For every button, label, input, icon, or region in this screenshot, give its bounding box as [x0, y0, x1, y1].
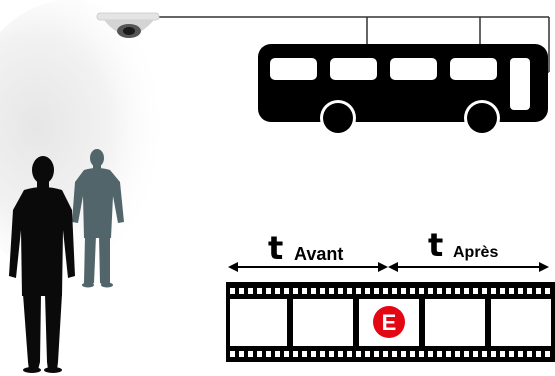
film-perforation: [473, 351, 478, 357]
film-perforation: [239, 351, 244, 357]
bus-wheel: [464, 100, 500, 136]
bus-door: [510, 58, 530, 110]
film-perforation: [536, 288, 541, 294]
timeline-after-arrow: [388, 262, 549, 272]
film-perforation: [365, 288, 370, 294]
film-perforation: [410, 288, 415, 294]
film-perforation: [392, 351, 397, 357]
film-perforation: [302, 351, 307, 357]
event-marker-letter: E: [382, 310, 397, 335]
film-perforation: [446, 288, 451, 294]
film-perforation: [500, 351, 505, 357]
film-perforation: [275, 351, 280, 357]
film-perforation: [482, 288, 487, 294]
film-perforation: [266, 351, 271, 357]
film-perforation: [410, 351, 415, 357]
film-perforation: [248, 351, 253, 357]
film-perforation: [401, 288, 406, 294]
film-perforation: [401, 351, 406, 357]
film-perforation: [302, 288, 307, 294]
film-perforation: [338, 288, 343, 294]
film-perforation: [518, 351, 523, 357]
film-perforation: [293, 288, 298, 294]
film-perforation: [311, 288, 316, 294]
film-perforation: [275, 288, 280, 294]
film-perforation: [329, 351, 334, 357]
film-perforation: [491, 288, 496, 294]
film-perforation: [356, 351, 361, 357]
film-perforation: [248, 288, 253, 294]
bus-window: [270, 58, 317, 80]
film-perforation: [518, 288, 523, 294]
before-time-label: Avant: [294, 244, 343, 264]
film-perforation: [509, 288, 514, 294]
bus-window: [330, 58, 377, 80]
film-perforation: [257, 351, 262, 357]
film-perforation: [374, 351, 379, 357]
film-perforation: [464, 351, 469, 357]
film-perforation: [257, 288, 262, 294]
film-perforation: [383, 288, 388, 294]
film-perforation: [311, 351, 316, 357]
film-perforation: [284, 288, 289, 294]
film-frame: [491, 299, 551, 346]
film-perforation: [428, 288, 433, 294]
film-perforation: [284, 351, 289, 357]
film-perforation: [437, 288, 442, 294]
film-perforation: [527, 351, 532, 357]
after-time-symbol: t: [428, 226, 443, 264]
film-perforation: [545, 288, 550, 294]
film-frame: [230, 299, 287, 346]
film-perforation: [419, 351, 424, 357]
bus-icon: [258, 44, 548, 136]
film-perforation: [491, 351, 496, 357]
film-perforation: [347, 351, 352, 357]
film-perforation: [527, 288, 532, 294]
film-perforation: [230, 288, 235, 294]
film-perforation: [329, 288, 334, 294]
film-perforation: [230, 351, 235, 357]
film-perforation: [419, 288, 424, 294]
before-time-symbol: t: [268, 229, 283, 267]
bus-wheel: [320, 100, 356, 136]
film-perforation: [383, 351, 388, 357]
bus-window: [450, 58, 497, 80]
event-marker: E: [373, 306, 405, 338]
film-perforation: [509, 351, 514, 357]
film-perforation: [293, 351, 298, 357]
film-perforation: [266, 288, 271, 294]
after-time-label: Après: [453, 244, 498, 261]
film-perforation: [338, 351, 343, 357]
film-perforation: [482, 351, 487, 357]
film-perforation: [464, 288, 469, 294]
film-perforation: [455, 351, 460, 357]
film-perforation: [545, 351, 550, 357]
film-perforation: [455, 288, 460, 294]
film-perforation: [536, 351, 541, 357]
film-perforation: [446, 351, 451, 357]
film-perforation: [473, 288, 478, 294]
film-perforation: [347, 288, 352, 294]
film-frame: [425, 299, 485, 346]
film-perforation: [356, 288, 361, 294]
film-perforation: [239, 288, 244, 294]
film-perforation: [374, 288, 379, 294]
film-perforation: [392, 288, 397, 294]
film-perforation: [428, 351, 433, 357]
film-perforation: [320, 351, 325, 357]
bus-window: [390, 58, 437, 80]
film-perforation: [500, 288, 505, 294]
film-perforation: [365, 351, 370, 357]
film-perforation: [320, 288, 325, 294]
film-frame: [293, 299, 353, 346]
film-perforation: [437, 351, 442, 357]
